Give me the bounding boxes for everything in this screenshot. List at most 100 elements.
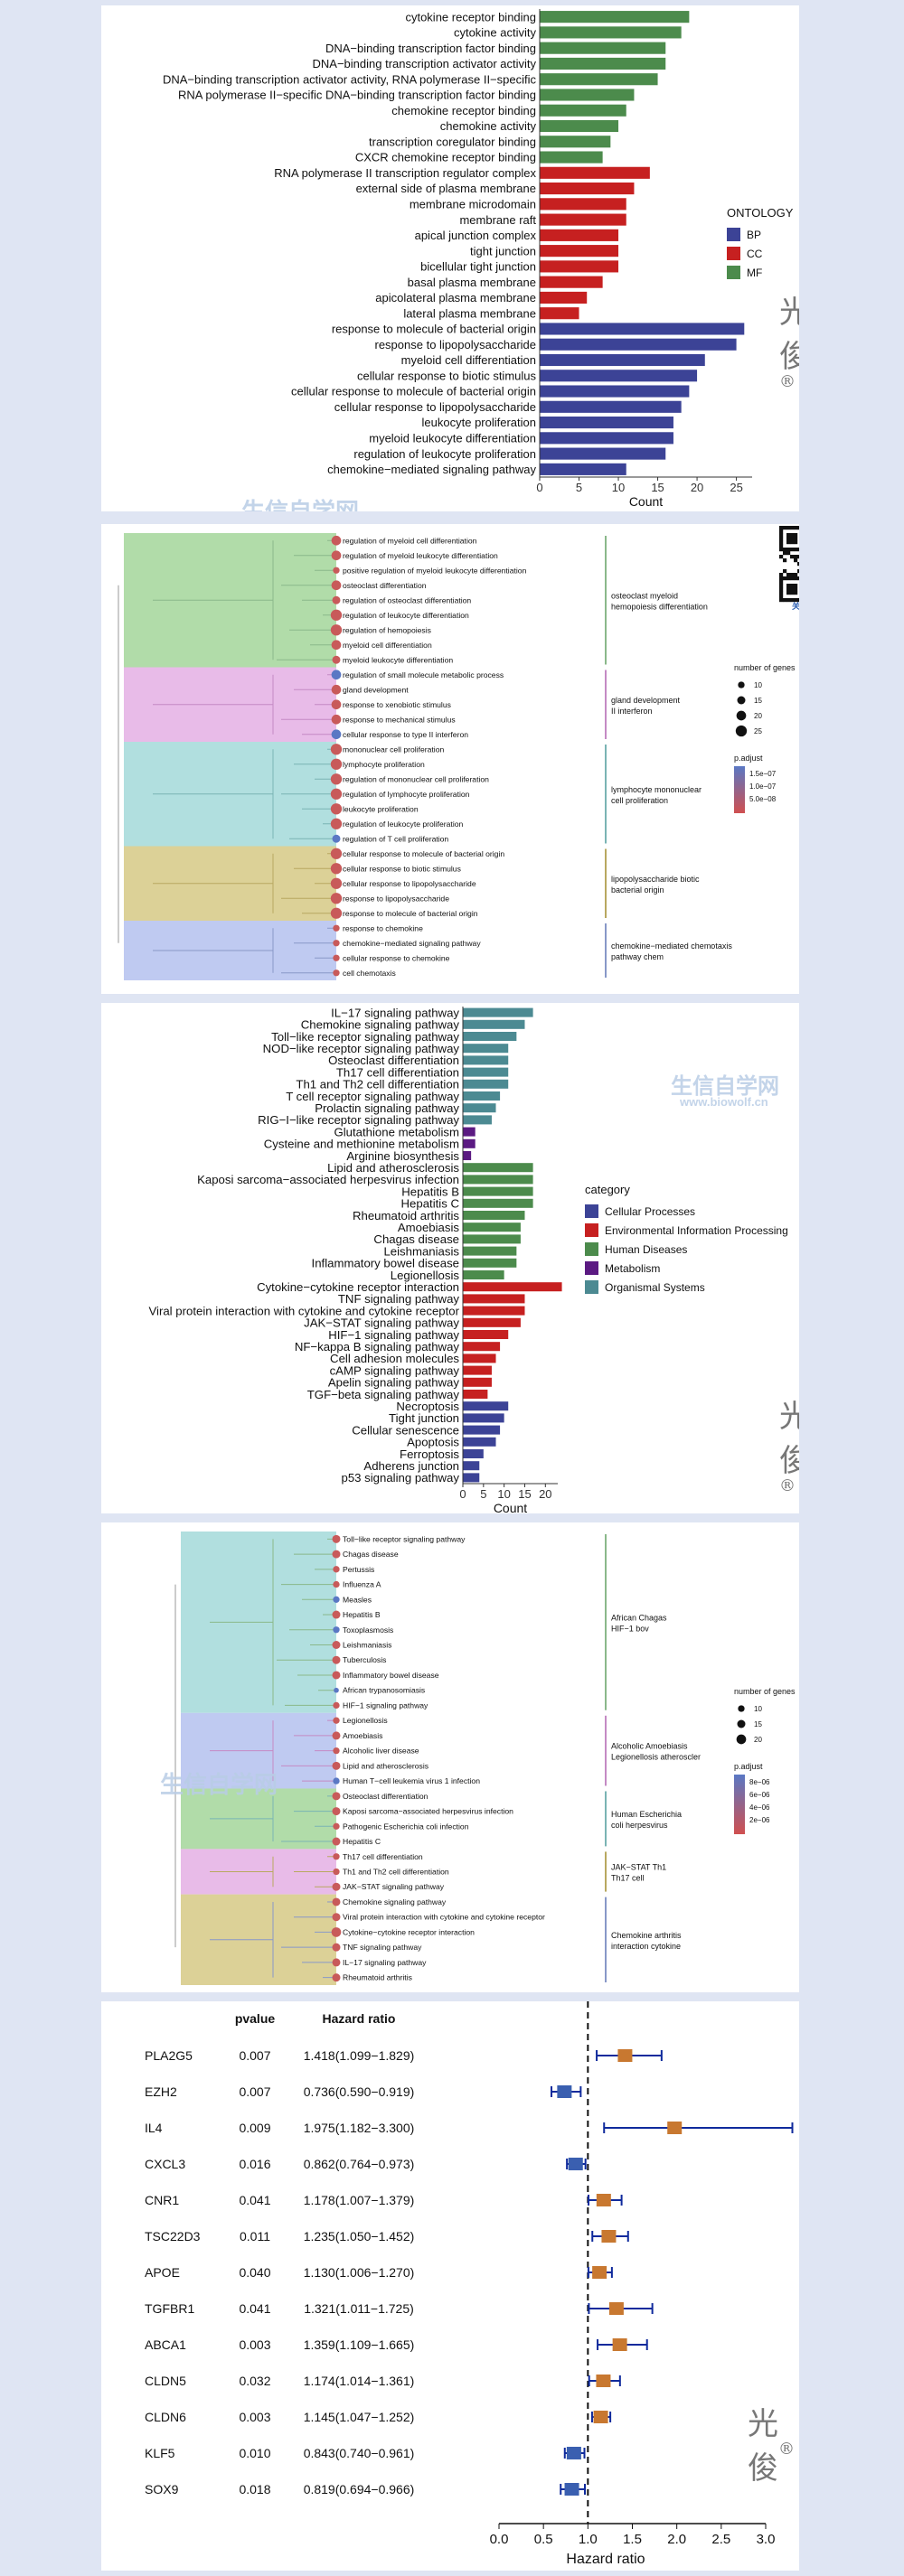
category-label: HIF−1 signaling pathway: [328, 1328, 459, 1342]
term-label: African trypanosomiasis: [343, 1686, 425, 1695]
term-dot: [330, 907, 343, 919]
qr-module: [790, 540, 795, 545]
term-dot: [331, 640, 342, 651]
term-dot: [333, 1853, 340, 1860]
bar: [540, 385, 690, 398]
term-dot: [333, 1596, 340, 1603]
bar: [540, 463, 626, 475]
term-label: Kaposi sarcoma−associated herpesvirus in…: [343, 1807, 513, 1816]
term-dot: [332, 1807, 341, 1816]
category-label: TGF−beta signaling pathway: [307, 1388, 460, 1401]
term-label: Legionellosis: [343, 1716, 388, 1725]
qr-module: [794, 598, 798, 603]
category-label: membrane raft: [459, 213, 536, 227]
qr-module: [790, 587, 795, 592]
term-label: Hepatitis C: [343, 1837, 381, 1846]
category-label: Adherens junction: [363, 1459, 459, 1473]
category-label: cAMP signaling pathway: [330, 1363, 460, 1377]
term-dot: [332, 1610, 341, 1619]
category-label: myeloid cell differentiation: [401, 353, 536, 367]
x-tick-label: 0: [459, 1487, 466, 1501]
bar: [463, 1127, 476, 1137]
hr-box: [601, 2230, 617, 2243]
size-legend-title: number of genes: [734, 663, 796, 672]
hr-header: Hazard ratio: [323, 2011, 396, 2026]
gene-label: CLDN5: [145, 2374, 186, 2388]
pvalue-value: 0.018: [239, 2482, 270, 2496]
size-legend-dot: [735, 725, 748, 737]
cluster-label: cell proliferation: [611, 796, 668, 805]
term-label: regulation of mononuclear cell prolifera…: [343, 774, 489, 783]
hr-value: 1.359(1.109−1.665): [304, 2337, 415, 2352]
gene-label: CXCL3: [145, 2157, 185, 2171]
bar: [463, 1031, 517, 1042]
qr-module: [779, 526, 784, 530]
term-label: regulation of lymphocyte proliferation: [343, 790, 470, 799]
term-dot: [331, 1927, 342, 1937]
term-label: gland development: [343, 685, 409, 694]
bar: [463, 1115, 492, 1125]
hr-box: [592, 2266, 607, 2279]
brand-watermark: 光俊®: [748, 2406, 795, 2487]
category-label: Prolactin signaling pathway: [315, 1101, 459, 1115]
legend-swatch: [585, 1242, 598, 1256]
cluster-label: bacterial origin: [611, 885, 664, 895]
term-dot: [331, 670, 342, 680]
term-label: Alcoholic liver disease: [343, 1747, 419, 1756]
bar: [463, 1222, 521, 1232]
qr-module: [779, 555, 784, 559]
term-label: response to xenobiotic stimulus: [343, 700, 451, 709]
bar: [463, 1294, 525, 1304]
hr-box: [568, 2158, 583, 2170]
color-legend-label: 1.0e−07: [749, 782, 777, 791]
category-label: CXCR chemokine receptor binding: [355, 151, 536, 164]
term-label: Pathogenic Escherichia coli infection: [343, 1822, 469, 1831]
hr-box: [564, 2483, 579, 2496]
cluster-label: African Chagas: [611, 1613, 667, 1622]
hr-box: [593, 2411, 608, 2423]
category-label: Inflammatory bowel disease: [312, 1257, 459, 1270]
bar: [463, 1067, 509, 1077]
term-dot: [333, 1747, 340, 1755]
bar: [463, 1007, 533, 1017]
term-dot: [332, 1761, 341, 1770]
cluster-label: Chemokine arthritis: [611, 1931, 682, 1940]
category-label: Toll−like receptor signaling pathway: [271, 1030, 459, 1044]
term-dot: [333, 1626, 340, 1634]
bar: [463, 1091, 501, 1101]
hr-box: [617, 2049, 633, 2062]
pvalue-value: 0.009: [239, 2121, 270, 2135]
bar: [463, 1246, 517, 1256]
term-dot: [332, 1973, 341, 1982]
category-label: Rheumatoid arthritis: [353, 1209, 459, 1222]
size-legend-dot: [738, 681, 745, 688]
color-legend-bar: [734, 766, 745, 813]
term-label: response to chemokine: [343, 923, 423, 932]
category-label: response to lipopolysaccharide: [375, 338, 537, 351]
term-dot: [330, 758, 343, 770]
term-dot: [330, 609, 343, 621]
hr-value: 0.843(0.740−0.961): [304, 2446, 415, 2460]
category-label: Legionellosis: [391, 1269, 460, 1282]
qr-module: [783, 598, 787, 603]
qr-module: [786, 576, 791, 581]
term-label: lymphocyte proliferation: [343, 760, 425, 769]
term-dot: [332, 1550, 341, 1559]
x-tick-label: 2.0: [667, 2532, 686, 2547]
bar: [540, 260, 619, 273]
hr-box: [596, 2194, 611, 2206]
category-label: Hepatitis B: [401, 1185, 459, 1198]
term-dot: [330, 818, 343, 829]
bar: [463, 1437, 496, 1447]
category-label: Th17 cell differentiation: [336, 1065, 459, 1079]
hr-value: 1.975(1.182−3.300): [304, 2121, 415, 2135]
term-label: response to lipopolysaccharide: [343, 894, 449, 903]
qr-module: [779, 537, 784, 541]
term-dot: [331, 684, 342, 695]
category-label: chemokine activity: [440, 119, 537, 133]
bar: [540, 400, 682, 413]
term-label: cellular response to molecule of bacteri…: [343, 849, 504, 858]
gene-label: CNR1: [145, 2193, 179, 2207]
pvalue-value: 0.032: [239, 2374, 270, 2388]
